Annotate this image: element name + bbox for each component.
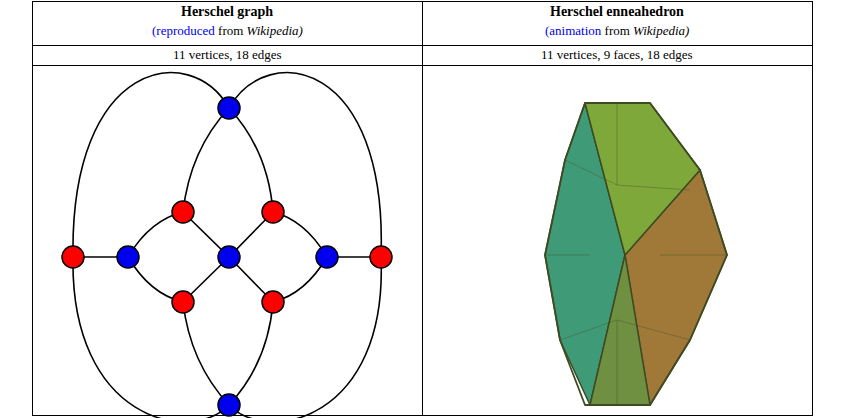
red-vertex (62, 246, 84, 268)
table-border (33, 2, 813, 416)
graph-edge (229, 108, 273, 212)
column-heading: Herschel graph (181, 4, 273, 20)
graph-edge (183, 302, 229, 405)
red-vertex (172, 291, 194, 313)
graph-edge (183, 108, 229, 212)
bottom-green-face (590, 255, 650, 405)
herschel-graph (62, 73, 392, 418)
solid-outline (545, 103, 727, 405)
table-grid (33, 2, 813, 416)
red-vertex (262, 201, 284, 223)
graph-edge (229, 302, 273, 405)
back-edge (545, 103, 727, 405)
blue-vertex (117, 246, 139, 268)
top-green-face (585, 103, 700, 255)
source-note: (animation from Wikipedia) (545, 24, 689, 39)
count-cell: 11 vertices, 18 edges (173, 48, 282, 63)
column-heading: Herschel enneahedron (550, 4, 684, 20)
graph-edge (73, 257, 229, 418)
column-divider (422, 2, 423, 416)
graph-vertices (62, 97, 392, 416)
graph-edge (73, 73, 229, 257)
source-note: (reproduced from Wikipedia) (152, 24, 303, 39)
graph-edge (229, 257, 381, 418)
blue-vertex (218, 394, 240, 416)
red-vertex (172, 201, 194, 223)
blue-vertex (316, 246, 338, 268)
blue-vertex (218, 97, 240, 119)
blue-vertex (218, 246, 240, 268)
graph-edge (229, 73, 381, 257)
red-vertex (262, 291, 284, 313)
row-divider (33, 65, 813, 66)
row-divider (33, 45, 813, 46)
count-cell: 11 vertices, 9 faces, 18 edges (541, 48, 693, 63)
enneahedron (545, 103, 727, 405)
red-vertex (370, 246, 392, 268)
graph-edges (73, 73, 381, 418)
back-edges (545, 103, 727, 405)
